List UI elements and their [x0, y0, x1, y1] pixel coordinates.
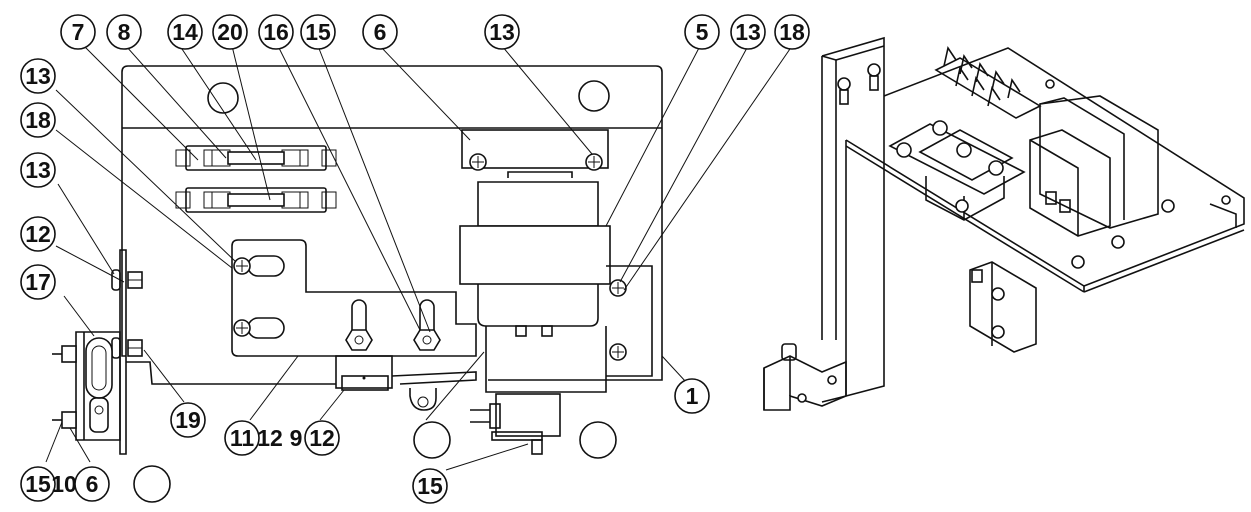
base-plate — [845, 47, 1245, 287]
transformer-coil — [1029, 129, 1111, 237]
nut — [127, 271, 143, 289]
fuse — [227, 193, 285, 207]
mounting-hole — [578, 80, 610, 112]
callout-label: 20 — [217, 19, 243, 45]
screw — [585, 153, 603, 171]
callout-19: 19 — [170, 402, 206, 438]
callout-8: 8 — [106, 14, 142, 50]
micro-switch-iso — [969, 261, 1037, 353]
transformer-iso — [1029, 95, 1175, 269]
reference-circle — [133, 465, 171, 503]
callout-12: 12 — [257, 425, 283, 451]
screw — [837, 77, 851, 105]
roller-wheel — [85, 337, 113, 399]
callout-13: 13 — [730, 14, 766, 50]
foot-switch-iso — [763, 343, 847, 411]
callout-13: 13 — [20, 152, 56, 188]
callout-16: 16 — [258, 14, 294, 50]
callout-label: 5 — [696, 19, 709, 45]
slot — [247, 255, 285, 277]
callout-15: 15 — [412, 468, 448, 504]
callout-label: 7 — [72, 19, 85, 45]
callout-label: 16 — [263, 19, 289, 45]
fuse-holder-lower — [175, 187, 337, 213]
callout-15: 15 — [20, 466, 56, 502]
lower-switch — [495, 393, 561, 437]
vertical-bracket — [821, 36, 885, 403]
callout-label: 17 — [25, 269, 51, 295]
callout-label: 18 — [779, 19, 805, 45]
callout-label: 13 — [25, 157, 51, 183]
callout-15: 15 — [300, 14, 336, 50]
callout-12: 12 — [20, 216, 56, 252]
callout-13: 13 — [20, 58, 56, 94]
callout-18: 18 — [20, 102, 56, 138]
transformer-clamp — [461, 129, 609, 169]
fuse — [227, 151, 285, 165]
nut — [127, 339, 143, 357]
screw — [233, 257, 251, 275]
nut — [413, 329, 441, 351]
callout-1: 1 — [674, 378, 710, 414]
front-view — [52, 65, 663, 503]
callout-5: 5 — [684, 14, 720, 50]
callout-10: 10 — [51, 471, 77, 497]
callout-6: 6 — [362, 14, 398, 50]
callout-label: 18 — [25, 107, 51, 133]
side-bracket — [52, 249, 143, 455]
leader-lines — [45, 45, 793, 471]
callout-12: 12 — [304, 420, 340, 456]
screw — [609, 343, 627, 361]
callout-label: 12 — [25, 221, 51, 247]
transformer-coil — [459, 225, 611, 285]
callout-label: 10 — [51, 471, 77, 497]
callout-11: 11 — [224, 420, 260, 456]
micro-switch — [335, 355, 393, 389]
callout-label: 11 — [230, 425, 255, 451]
callout-label: 9 — [290, 425, 303, 451]
callout-label: 14 — [172, 19, 198, 45]
callout-7: 7 — [60, 14, 96, 50]
switch-bracket — [231, 239, 477, 357]
mounting-plate — [121, 65, 663, 381]
callout-13: 13 — [484, 14, 520, 50]
callout-label: 15 — [305, 19, 331, 45]
slot — [247, 317, 285, 339]
reference-circle — [579, 421, 617, 459]
screw — [233, 319, 251, 337]
screw — [867, 63, 881, 91]
callout-6: 6 — [74, 466, 110, 502]
callout-label: 19 — [175, 407, 201, 433]
callout-label: 6 — [374, 19, 387, 45]
nut — [345, 329, 373, 351]
reference-circle — [413, 421, 451, 459]
fuse-holder-upper — [175, 145, 337, 171]
callout-label: 6 — [86, 471, 99, 497]
mounting-hole — [207, 82, 239, 114]
screw — [469, 153, 487, 171]
callout-18: 18 — [774, 14, 810, 50]
callout-17: 17 — [20, 264, 56, 300]
screw — [609, 279, 627, 297]
transformer — [459, 129, 653, 393]
callout-label: 15 — [25, 471, 51, 497]
callout-label: 12 — [257, 425, 283, 451]
callout-label: 13 — [735, 19, 761, 45]
callout-14: 14 — [167, 14, 203, 50]
callout-label: 1 — [686, 383, 699, 409]
switch-bracket-iso — [888, 120, 1026, 221]
isometric-view — [763, 36, 1245, 411]
callout-9: 9 — [290, 425, 303, 451]
callout-label: 12 — [309, 425, 335, 451]
callout-label: 8 — [118, 19, 131, 45]
callout-label: 13 — [489, 19, 515, 45]
callout-label: 13 — [25, 63, 51, 89]
wheel-bracket — [75, 331, 121, 441]
callout-20: 20 — [212, 14, 248, 50]
callout-label: 15 — [417, 473, 443, 499]
